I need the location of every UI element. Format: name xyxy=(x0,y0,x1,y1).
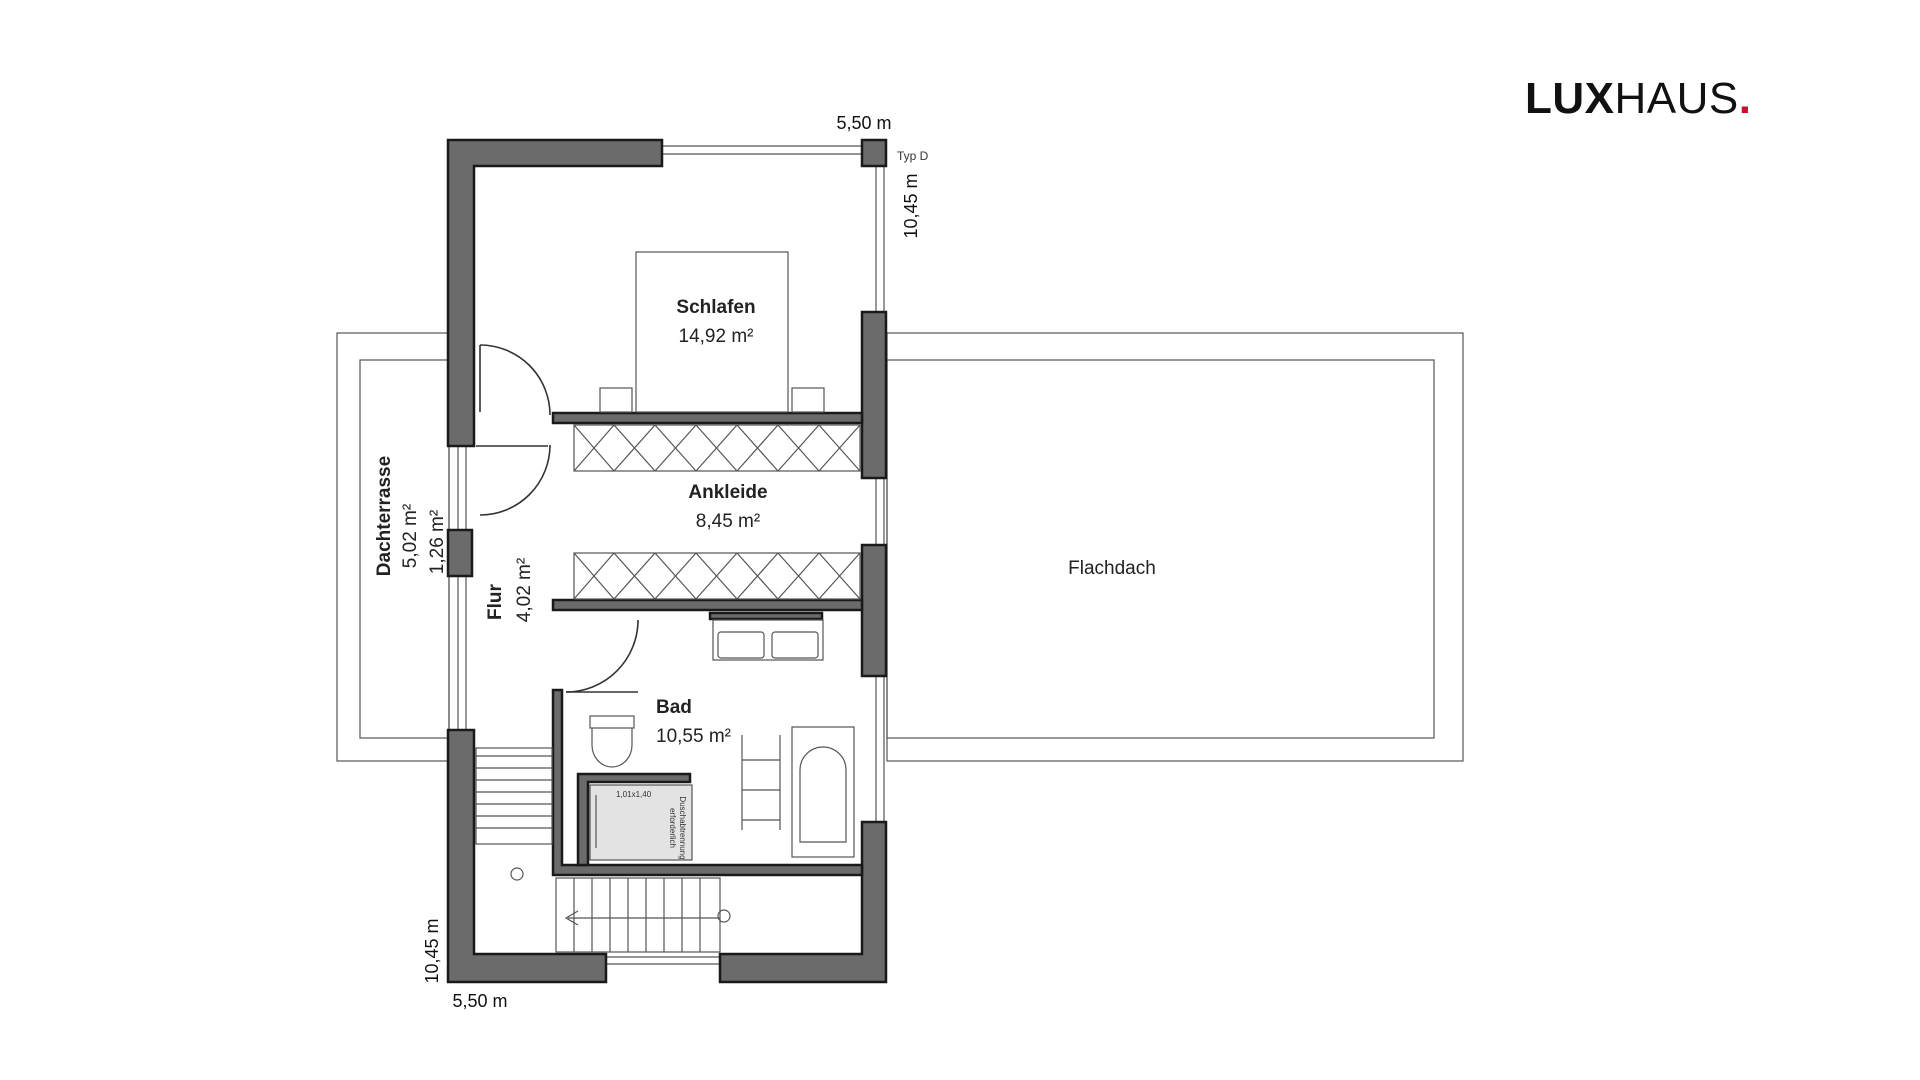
dimension-top-depth: 10,45 m xyxy=(901,173,921,238)
bed xyxy=(599,251,825,413)
room-ankleide-name: Ankleide xyxy=(688,482,767,503)
room-dachterrasse-area: 5,02 m² xyxy=(400,504,421,568)
room-ankleide-area: 8,45 m² xyxy=(696,511,760,532)
shower-note-line1: Duschabtrennung xyxy=(678,796,687,859)
room-bad-area: 10,55 m² xyxy=(656,726,731,747)
flat-roof-outline xyxy=(886,332,1464,762)
room-dachterrasse-area2: 1,26 m² xyxy=(427,510,448,574)
logo-bold-part: LUX xyxy=(1525,74,1615,123)
logo-regular-part: HAUS xyxy=(1614,74,1739,123)
shower-note-line2: erforderlich xyxy=(668,808,677,848)
walls xyxy=(446,138,888,984)
shower-size: 1,01x1,40 xyxy=(616,790,652,799)
doors xyxy=(476,344,639,693)
room-dachterrasse-name: Dachterrasse xyxy=(374,456,395,576)
wardrobe-top xyxy=(573,424,861,472)
room-bad-name: Bad xyxy=(656,697,692,718)
logo-dot: . xyxy=(1738,74,1752,123)
room-flur-name: Flur xyxy=(485,583,506,619)
luxhaus-logo: LUXHAUS. xyxy=(1525,74,1751,124)
room-schlafen-name: Schlafen xyxy=(676,297,755,318)
dimension-bottom-depth: 10,45 m xyxy=(422,918,442,983)
bathroom-fixtures xyxy=(589,619,855,861)
room-schlafen-area: 14,92 m² xyxy=(679,326,754,347)
room-flur-area: 4,02 m² xyxy=(514,558,535,622)
windows xyxy=(457,145,885,965)
dimension-bottom-width: 5,50 m xyxy=(452,991,507,1011)
dimension-top-width: 5,50 m xyxy=(836,113,891,133)
room-flachdach-name: Flachdach xyxy=(1068,558,1156,579)
wardrobe-bottom xyxy=(573,552,861,600)
stairs xyxy=(475,747,731,953)
dimension-type: Typ D xyxy=(897,149,929,163)
